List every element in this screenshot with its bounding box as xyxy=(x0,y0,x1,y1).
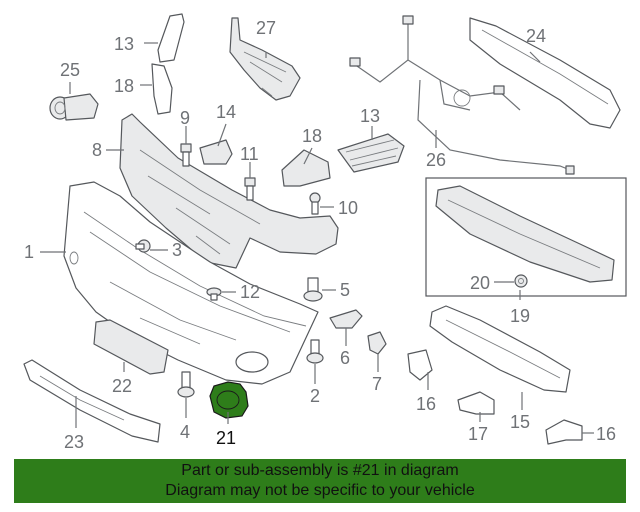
part-18-bracket xyxy=(281,149,331,187)
part-2-bolt xyxy=(306,339,324,364)
part-12-nut xyxy=(206,287,222,301)
callout-9: 9 xyxy=(180,108,190,128)
part-14-bracket xyxy=(199,139,233,165)
part-13-upper-trim xyxy=(157,13,185,63)
callout-8: 8 xyxy=(92,140,102,160)
part-16-bracket-upper xyxy=(407,349,433,381)
callout-23: 23 xyxy=(64,432,84,452)
callout-5: 5 xyxy=(340,280,350,300)
callout-21: 21 xyxy=(216,428,236,448)
callout-7: 7 xyxy=(372,374,382,394)
part-8-absorber xyxy=(119,113,339,269)
callout-19: 19 xyxy=(510,306,530,326)
part-11-clip xyxy=(244,177,256,201)
callout-4: 4 xyxy=(180,422,190,442)
part-18-trim xyxy=(151,63,173,115)
callout-2: 2 xyxy=(310,386,320,406)
callout-6: 6 xyxy=(340,348,350,368)
exploded-parts-diagram: 13 18 25 8 9 14 11 18 13 10 27 24 26 1 3… xyxy=(23,13,627,452)
part-9-bolt xyxy=(180,143,192,167)
part-25-sensor xyxy=(49,93,99,121)
callout-16b: 16 xyxy=(596,424,616,444)
part-23-molding xyxy=(23,359,161,443)
leader-lines xyxy=(40,42,594,434)
part-19-reinforcement-box xyxy=(425,177,627,297)
callout-13b: 13 xyxy=(360,106,380,126)
part-3-bolt xyxy=(135,239,151,253)
info-banner: Part or sub-assembly is #21 in diagram D… xyxy=(14,459,626,503)
part-4-bolt xyxy=(177,371,195,398)
callout-16a: 16 xyxy=(416,394,436,414)
callout-1: 1 xyxy=(24,242,34,262)
callout-17: 17 xyxy=(468,424,488,444)
callout-24: 24 xyxy=(526,26,546,46)
callout-18a: 18 xyxy=(114,76,134,96)
callout-13a: 13 xyxy=(114,34,134,54)
part-16-bracket-lower xyxy=(545,419,583,445)
callout-14: 14 xyxy=(216,102,236,122)
part-20-nut xyxy=(514,274,528,288)
callout-18b: 18 xyxy=(302,126,322,146)
part-27-bracket xyxy=(229,17,301,101)
callout-22: 22 xyxy=(112,376,132,396)
part-6-bracket xyxy=(329,309,363,329)
callout-20: 20 xyxy=(470,273,490,293)
part-10-screw xyxy=(309,192,321,215)
callout-11: 11 xyxy=(240,144,259,164)
part-21-fog-lamp-bezel xyxy=(209,381,249,419)
part-13-insert xyxy=(337,133,405,173)
part-17-bracket xyxy=(457,391,495,415)
callout-labels: 13 18 25 8 9 14 11 18 13 10 27 24 26 1 3… xyxy=(24,18,616,452)
callout-26: 26 xyxy=(426,150,446,170)
banner-line-1: Part or sub-assembly is #21 in diagram xyxy=(181,462,459,479)
callout-12: 12 xyxy=(240,282,260,302)
part-15-lower-absorber xyxy=(429,305,571,393)
part-7-clip xyxy=(367,331,387,355)
part-5-clip xyxy=(303,277,323,302)
part-22-plate-bracket xyxy=(93,319,169,375)
part-24-reinforcement xyxy=(469,17,621,129)
callout-3: 3 xyxy=(172,240,182,260)
callout-27: 27 xyxy=(256,18,276,38)
callout-10: 10 xyxy=(338,198,358,218)
callout-15: 15 xyxy=(510,412,530,432)
callout-25: 25 xyxy=(60,60,80,80)
part-26-wiring-harness xyxy=(349,15,575,175)
banner-line-2: Diagram may not be specific to your vehi… xyxy=(165,482,475,499)
